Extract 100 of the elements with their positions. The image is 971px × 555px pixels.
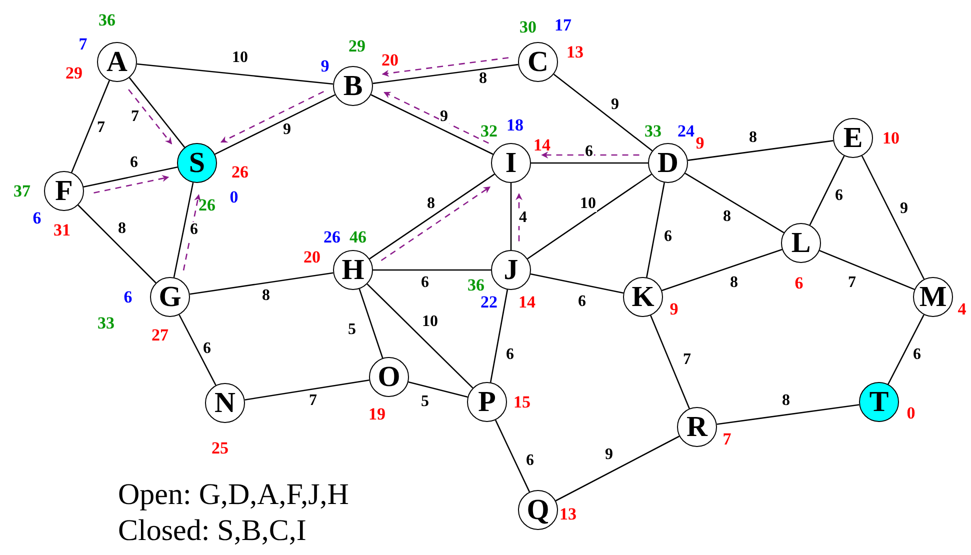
edge-line (861, 156, 925, 280)
node-value: 0 (230, 188, 238, 206)
dashed-arrow (128, 89, 172, 144)
dashed-arrow (94, 175, 170, 194)
edge-line (136, 63, 334, 85)
edge-line (178, 314, 216, 386)
node-letter: A (106, 48, 128, 76)
list-text: Open: G,D,A,F,J,H (118, 480, 349, 510)
node-letter: J (504, 256, 518, 284)
node-circle (913, 277, 953, 317)
edge-line (190, 272, 334, 295)
edge-line (373, 269, 491, 271)
node-value: 14 (518, 294, 536, 310)
node-value: 19 (368, 406, 386, 422)
edge-line (888, 314, 924, 385)
node-circle (369, 357, 409, 397)
node-value: 6 (32, 210, 42, 226)
edge-line (369, 174, 495, 260)
node-letter: M (919, 282, 947, 312)
dashed-arrow (220, 90, 324, 143)
node-letter: L (791, 228, 811, 258)
node-letter: E (843, 124, 863, 152)
node-value: 32 (480, 122, 498, 140)
node-letter: R (686, 412, 708, 442)
node-value: 7 (78, 36, 88, 52)
node-value: 26 (232, 164, 248, 180)
node-value: 14 (534, 136, 550, 154)
node-letter: S (188, 148, 206, 178)
node-circle (491, 250, 531, 290)
node-value: 9 (320, 58, 330, 74)
node-letter: D (658, 148, 678, 178)
node-value: 30 (520, 18, 536, 36)
edge-line (78, 204, 156, 284)
node-value: 33 (644, 122, 662, 140)
node-circle (97, 42, 137, 82)
node-value: 6 (124, 288, 132, 306)
dashed-arrow (516, 193, 522, 242)
node-letter: C (528, 48, 548, 76)
node-value: 22 (480, 294, 498, 310)
node-circle (205, 383, 245, 423)
edge-line (83, 166, 178, 188)
node-value: 13 (566, 44, 584, 60)
node-value: 31 (54, 222, 70, 238)
node-value: 15 (514, 394, 530, 410)
edge-line (358, 288, 384, 358)
edge-line (214, 94, 336, 155)
edge-line (662, 248, 782, 292)
node-letter: K (632, 282, 654, 312)
node-circle (333, 250, 373, 290)
edge-line (71, 80, 110, 173)
node-value: 37 (14, 182, 30, 200)
node-letter: G (158, 282, 182, 312)
edge-label: 10 (579, 196, 597, 212)
dashed-arrow (380, 186, 491, 262)
node-value: 26 (324, 228, 340, 246)
node-value: 36 (468, 276, 484, 294)
node-letter: B (343, 72, 363, 100)
node-letter: P (478, 388, 496, 416)
dashed-arrow (541, 152, 640, 158)
node-circle (781, 223, 821, 263)
node-letter: I (505, 148, 517, 178)
node-value: 4 (958, 300, 966, 318)
node-circle (623, 277, 663, 317)
edge-line (646, 182, 665, 278)
edge-line (684, 172, 784, 234)
node-value: 0 (906, 404, 916, 422)
node-value: 7 (722, 430, 732, 448)
node-value: 33 (98, 314, 114, 332)
edge-line (490, 290, 508, 382)
node-value: 29 (66, 64, 82, 82)
edge-label: 6 (189, 222, 199, 238)
node-value: 29 (348, 38, 366, 54)
edge-line (688, 140, 834, 161)
edge-line (494, 420, 530, 492)
node-letter: Q (526, 496, 550, 524)
node-letter: H (342, 256, 364, 284)
node-circle (833, 118, 873, 158)
edge-line (370, 94, 494, 155)
node-value: 18 (506, 116, 524, 134)
node-circle (44, 171, 84, 211)
edge-line (819, 250, 915, 290)
node-value: 17 (554, 16, 572, 34)
node-letter: O (378, 362, 400, 392)
node-value: 27 (152, 326, 168, 344)
node-letter: N (214, 388, 236, 418)
node-value: 25 (212, 440, 228, 456)
edge-line (555, 436, 680, 502)
edge-line (173, 182, 194, 278)
list-text: Closed: S,B,C,I (118, 516, 306, 546)
node-value: 13 (560, 506, 576, 522)
edge-line (531, 162, 648, 164)
dashed-arrow (382, 57, 509, 77)
edge-line (530, 273, 624, 294)
node-value: 6 (794, 274, 804, 292)
node-value: 36 (98, 12, 116, 28)
edge-line (372, 64, 518, 84)
node-circle (150, 277, 190, 317)
edge-line (527, 174, 652, 260)
edge-line (809, 156, 845, 226)
node-value: 24 (678, 122, 694, 140)
